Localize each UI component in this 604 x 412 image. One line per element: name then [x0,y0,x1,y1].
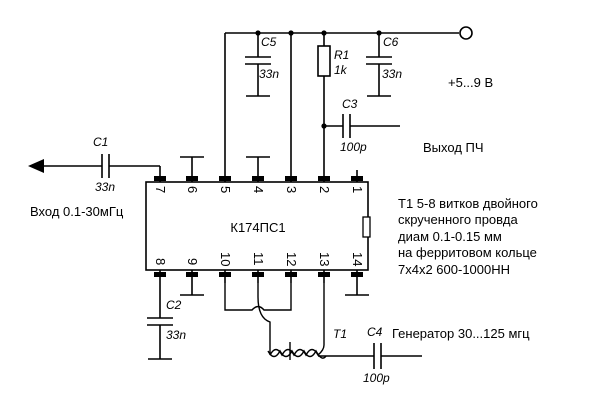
generator-label: Генератор 30...125 мгц [392,326,530,341]
ic-bottom-pin-numbers: 8 9 10 11 12 13 14 [153,252,365,266]
c1-ref: C1 [93,135,108,149]
note-line: 7x4x2 600-1000НН [398,262,510,277]
note-line: скрученного провда [398,212,519,227]
supply-rail [224,26,473,170]
capacitor-c3 [324,114,400,138]
ic-bottom-pins [154,270,363,283]
ic-name: К174ПС1 [230,220,285,235]
pin-number: 9 [185,258,200,265]
input-arrow-icon [28,159,44,173]
c2-value: 33n [166,328,186,342]
r1-value: 1k [334,63,348,77]
pin-number: 6 [185,186,200,193]
resistor-r1 [317,33,331,170]
transformer-note: T1 5-8 витков двойного скрученного провд… [398,196,538,277]
pin-number: 2 [317,186,332,193]
capacitor-c5 [245,33,271,97]
supply-terminal [459,26,473,40]
ic-key-notch [362,216,371,238]
if-output-label: Выход ПЧ [423,140,484,155]
supply-label: +5...9 В [448,75,493,90]
capacitor-c1 [28,154,161,178]
c3-value: 100p [340,140,367,154]
pin-number: 10 [218,252,233,266]
pin-number: 4 [251,186,266,193]
pin-number: 14 [350,252,365,266]
c1-value: 33n [95,180,115,194]
pin-number: 13 [317,252,332,266]
c6-ref: C6 [383,35,399,49]
pin-number: 1 [350,186,365,193]
c4-ref: C4 [367,325,383,339]
r1-ref: R1 [334,48,349,62]
t1-ref: T1 [333,327,347,341]
note-line: диам 0.1-0.15 мм [398,229,502,244]
input-label: Вход 0.1-30мГц [30,204,124,219]
c5-value: 33n [259,67,279,81]
pin-number: 5 [218,186,233,193]
pin-number: 3 [284,186,299,193]
ic-top-pin-numbers: 7 6 5 4 3 2 1 [153,186,365,193]
note-line: на ферритовом кольце [398,245,537,260]
c2-ref: C2 [166,298,182,312]
c4-value: 100p [363,371,390,385]
pin-number: 7 [153,186,168,193]
capacitor-c6 [366,33,392,97]
c6-value: 33n [382,67,402,81]
transformer-wiring [224,283,374,360]
pin-number: 8 [153,258,168,265]
capacitor-c4 [373,343,422,369]
pin-number: 12 [284,252,299,266]
capacitor-c2 [147,283,173,360]
c3-ref: C3 [342,97,358,111]
note-line: T1 5-8 витков двойного [398,196,538,211]
ic-top-pins [154,170,363,182]
c5-ref: C5 [261,35,277,49]
pin-number: 11 [251,252,266,266]
